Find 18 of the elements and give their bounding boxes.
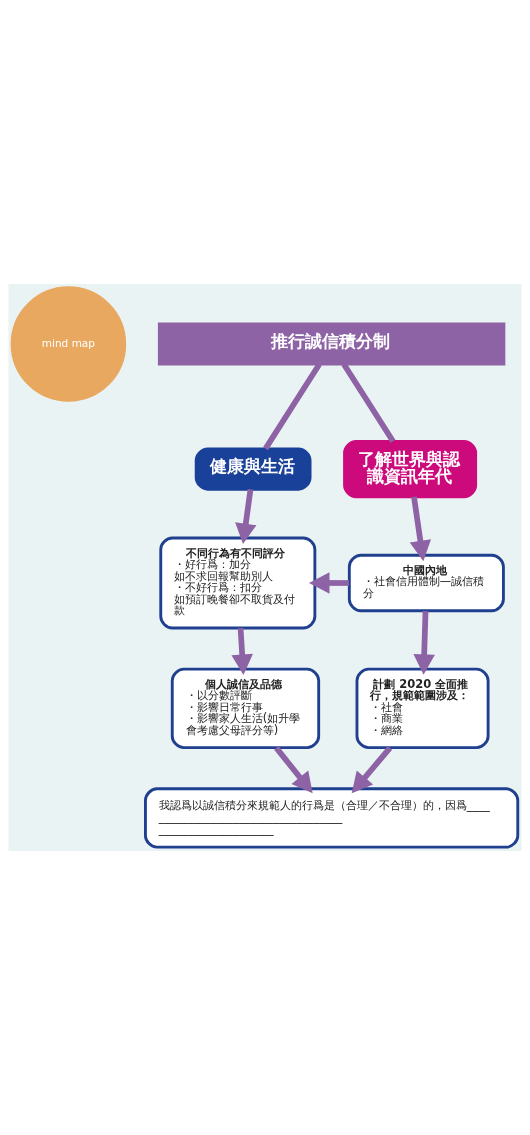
node-box: 健康與生活 [194,447,312,491]
connector [263,362,322,451]
arrow [413,610,435,675]
arrow [231,628,253,675]
node-box: 不同行為有不同評分 ・好行爲：加分 如不求回報幫助別人 ・不好行爲：扣分 如預訂晚餐卻不取貨及付款 [159,536,317,630]
arrow [274,746,313,794]
arrow [409,496,432,562]
node-box: 中國內地 ・社會信用體制—誠信積分 [347,553,505,613]
node-box: 推行誠信積分制 [157,322,506,366]
label: mind map [41,336,95,349]
arrow [235,488,257,545]
connector [341,362,396,443]
arrow [308,572,350,594]
arrow [351,746,393,794]
node-box: 個人誠信及品德 ・以分數評斷 ・影響日常行事 ・影響家人生活(如升學會考慮父母評分等) [170,667,321,750]
node-box: 了解世界與認識資訊年代 [343,439,478,499]
node-box: 計劃 2020 全面推行，規範範圍涉及： ・社會 ・商業 ・網絡 [355,667,490,750]
node-box: 我認爲以誠信積分來規範人的行爲是（合理／不合理）的，因爲________________________________________________________ [144,787,520,849]
